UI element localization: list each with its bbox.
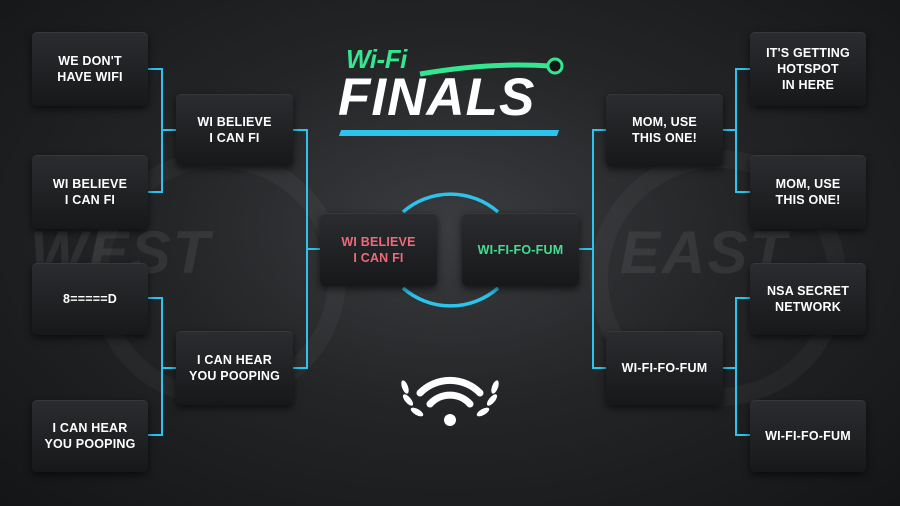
east-r1-match-2[interactable]: MOM, USE THIS ONE! (750, 155, 866, 229)
east-r1-match-4[interactable]: WI-FI-FO-FUM (750, 400, 866, 472)
team-label: NSA SECRET NETWORK (766, 284, 850, 314)
finalist-label: WI BELIEVE I CAN FI (341, 234, 416, 265)
east-r1-match-3[interactable]: NSA SECRET NETWORK (750, 263, 866, 335)
west-r2-match-1[interactable]: WI BELIEVE I CAN FI (176, 94, 293, 166)
team-label: MOM, USE THIS ONE! (775, 177, 841, 207)
team-label: I CAN HEAR YOU POOPING (188, 353, 281, 383)
title-wifi: Wi-Fi (346, 44, 407, 74)
team-label: WI BELIEVE I CAN FI (52, 177, 128, 207)
team-label: IT'S GETTING HOTSPOT IN HERE (766, 46, 850, 92)
west-r1-match-4[interactable]: I CAN HEAR YOU POOPING (32, 400, 148, 472)
team-label: WI BELIEVE I CAN FI (197, 115, 272, 145)
west-r2-match-2[interactable]: I CAN HEAR YOU POOPING (176, 331, 293, 405)
title-underline (338, 130, 560, 136)
east-r2-match-1[interactable]: MOM, USE THIS ONE! (606, 94, 723, 166)
team-label: MOM, USE THIS ONE! (632, 115, 697, 145)
east-r2-match-2[interactable]: WI-FI-FO-FUM (606, 331, 723, 405)
wifi-laurel-icon (401, 376, 499, 426)
final-west[interactable]: WI BELIEVE I CAN FI (320, 213, 437, 286)
west-r1-match-3[interactable]: 8=====D (32, 263, 148, 335)
ball-icon (419, 57, 564, 77)
team-label: WI-FI-FO-FUM (765, 429, 851, 443)
team-label: WI-FI-FO-FUM (621, 361, 708, 375)
final-east[interactable]: WI-FI-FO-FUM (462, 213, 579, 286)
west-r1-match-2[interactable]: WI BELIEVE I CAN FI (32, 155, 148, 229)
east-r1-match-1[interactable]: IT'S GETTING HOTSPOT IN HERE (750, 32, 866, 106)
finalist-label: WI-FI-FO-FUM (477, 242, 564, 257)
team-label: I CAN HEAR YOU POOPING (44, 421, 136, 451)
title-finals: FINALS (338, 68, 536, 127)
team-label: WE DON'T HAVE WIFI (57, 54, 123, 84)
team-label: 8=====D (63, 292, 117, 306)
west-r1-match-1[interactable]: WE DON'T HAVE WIFI (32, 32, 148, 106)
